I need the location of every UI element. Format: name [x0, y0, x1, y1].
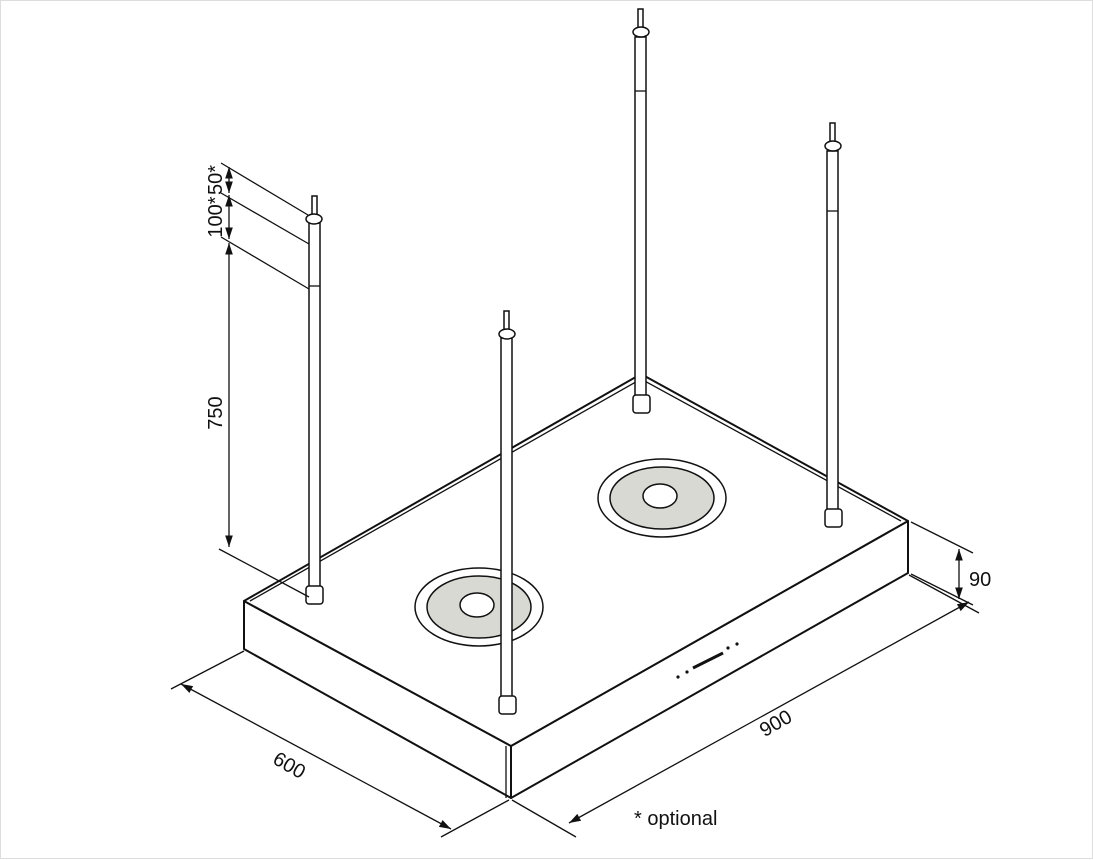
- footnote-optional: * optional: [634, 808, 717, 830]
- rod-back-left: [305, 195, 324, 605]
- dimension-extension-optional: 50*: [205, 165, 227, 195]
- dimension-height: 90: [969, 569, 991, 591]
- rod-back-right: [632, 8, 651, 414]
- light-right: [597, 458, 727, 538]
- dimension-extension: 100*: [205, 196, 227, 237]
- width-dimension-lines: [511, 574, 980, 838]
- depth-dimension-lines: [170, 650, 510, 838]
- height-dimension-lines: [910, 521, 974, 606]
- hood-body: [243, 373, 909, 799]
- rod-front-left: [498, 310, 517, 715]
- light-left: [414, 567, 544, 647]
- dimension-depth: 600: [269, 748, 309, 784]
- rod-front-right: [824, 122, 843, 528]
- dimension-width: 900: [756, 706, 796, 742]
- rod-dimension-lines: [218, 162, 310, 598]
- dimension-pole-length: 750: [205, 396, 227, 429]
